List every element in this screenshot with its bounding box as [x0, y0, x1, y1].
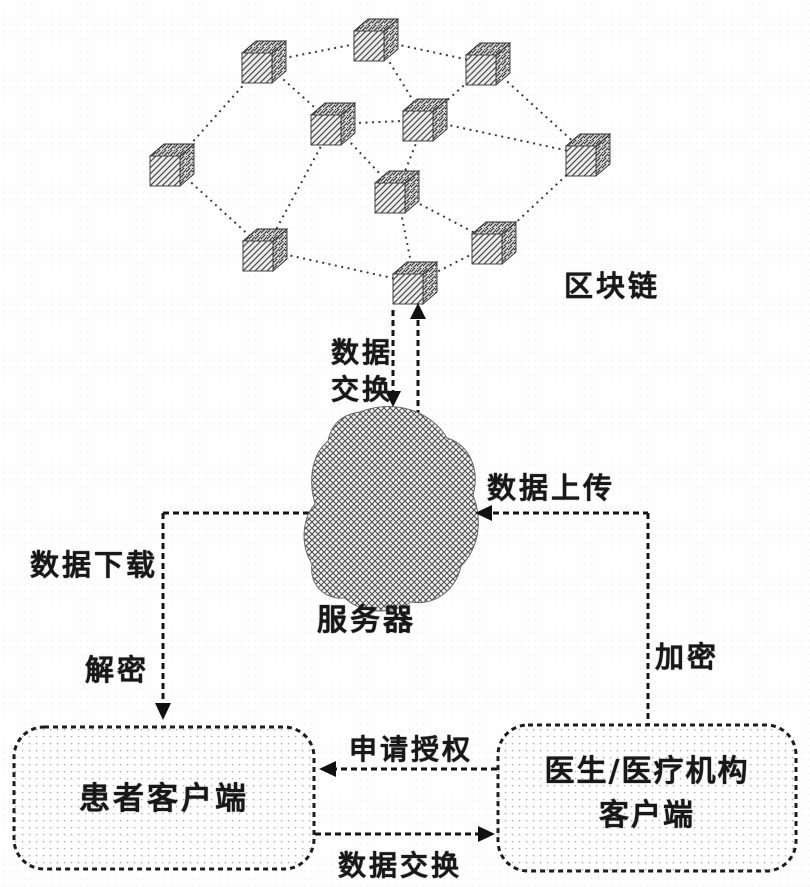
encrypt-label: 加密 [655, 640, 720, 674]
network-edge [263, 61, 334, 125]
data-exchange-line2: 交换 [331, 373, 394, 406]
arrow-right-bottom-exchange [478, 826, 495, 842]
decrypt-label: 解密 [85, 653, 150, 687]
blockchain-node-cube [465, 42, 511, 86]
arrow-up-into-chain [410, 303, 426, 319]
blockchain-node-cube [149, 143, 195, 187]
blockchain-node-cube [471, 221, 517, 265]
blockchain-network-edges [171, 39, 589, 284]
network-edge [332, 119, 426, 125]
doctor-client-label-line1: 医生/医疗机构 [544, 754, 750, 789]
arrowheads [155, 303, 495, 842]
network-edge [264, 249, 416, 284]
server-blob [303, 405, 479, 612]
doctor-client-box [496, 723, 798, 873]
arrow-down-into-patient [155, 703, 171, 720]
patient-client-box [12, 725, 316, 871]
blockchain-node-cube [402, 98, 448, 142]
network-edge [264, 123, 334, 251]
data-upload-label: 数据上传 [487, 471, 616, 505]
blockchain-label: 区块链 [564, 269, 661, 303]
doctor-client-label: 医生/医疗机构 客户端 [498, 750, 796, 838]
blockchain-node-cube [310, 102, 356, 146]
network-edge [332, 123, 398, 193]
data-download-label: 数据下载 [30, 548, 159, 582]
data-exchange-vertical-label: 数据 交换 [331, 334, 393, 408]
blockchain-node-cube [353, 18, 399, 62]
blockchain-node-cube [241, 40, 287, 84]
blockchain-nodes [149, 18, 611, 305]
data-exchange-line1: 数据 [331, 336, 394, 369]
network-edge [396, 191, 416, 284]
blockchain-node-cube [374, 170, 420, 214]
arrow-left-request-auth [319, 761, 336, 777]
arrow-left-into-server [475, 505, 492, 521]
arrow-down-into-server [385, 391, 401, 407]
doctor-client-label-line2: 客户端 [599, 798, 695, 833]
blockchain-node-cube [565, 133, 611, 177]
blockchain-node-cube [392, 261, 438, 305]
request-auth-label: 申请授权 [349, 733, 474, 766]
server-label: 服务器 [317, 603, 416, 638]
patient-client-label: 患者客户端 [79, 781, 249, 817]
network-edge [424, 119, 589, 156]
bottom-exchange-label: 数据交换 [338, 849, 463, 882]
blockchain-node-cube [242, 228, 288, 272]
